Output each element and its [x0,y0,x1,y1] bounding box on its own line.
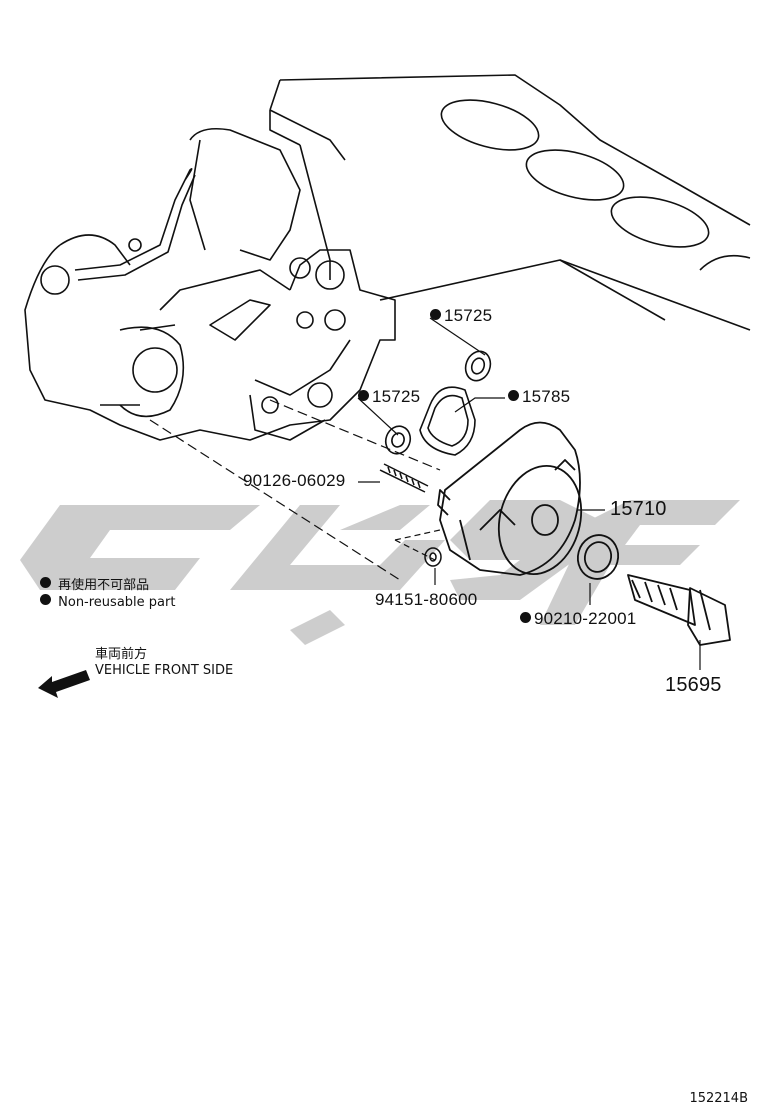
part-number: 90126-06029 [243,471,346,490]
part-number: 15710 [610,498,667,520]
part-number: 15725 [372,387,421,406]
nut-94151 [424,547,442,567]
part-label-15695: 15695 [665,674,722,697]
legend-text-jp: 再使用不可部品 [58,578,150,593]
stud-bolt-90126 [379,463,429,493]
union-bolt-15695 [627,574,731,646]
part-number: 94151-80600 [375,590,478,609]
filled-circle-icon [40,594,51,605]
leader-lines [149,317,701,670]
part-number: 90210-22001 [534,609,637,628]
front-direction-arrow-icon [38,670,90,698]
part-label-94151-80600: 94151-80600 [375,590,477,610]
front-side-en: VEHICLE FRONT SIDE [95,663,234,678]
part-label-90210-22001: 90210-22001 [520,609,636,629]
part-label-15785: 15785 [508,387,570,407]
part-number: 15785 [522,387,571,406]
part-label-15710: 15710 [610,498,667,521]
legend-en: Non-reusable part [40,594,175,610]
filled-circle-icon [40,577,51,588]
front-side-jp: 車両前方 [95,647,148,662]
part-number: 15725 [444,306,493,325]
engine-block-drawing [24,74,751,441]
non-reusable-bullet-icon [430,309,441,320]
oil-filter-housing-15710 [437,421,583,576]
legend-jp: 再使用不可部品 [40,574,149,593]
part-number: 15695 [665,674,722,696]
part-label-15725-lower: 15725 [358,387,420,407]
non-reusable-bullet-icon [358,390,369,401]
part-label-15725-upper: 15725 [430,306,492,326]
non-reusable-bullet-icon [508,390,519,401]
non-reusable-bullet-icon [520,612,531,623]
seal-15725-upper [464,350,492,382]
seal-15725-lower [384,425,412,455]
part-label-90126-06029: 90126-06029 [243,471,345,491]
gasket-90210 [576,534,620,580]
gasket-15785 [419,386,476,456]
legend-text-en: Non-reusable part [58,595,176,610]
figure-number: 152214B [689,1091,748,1106]
